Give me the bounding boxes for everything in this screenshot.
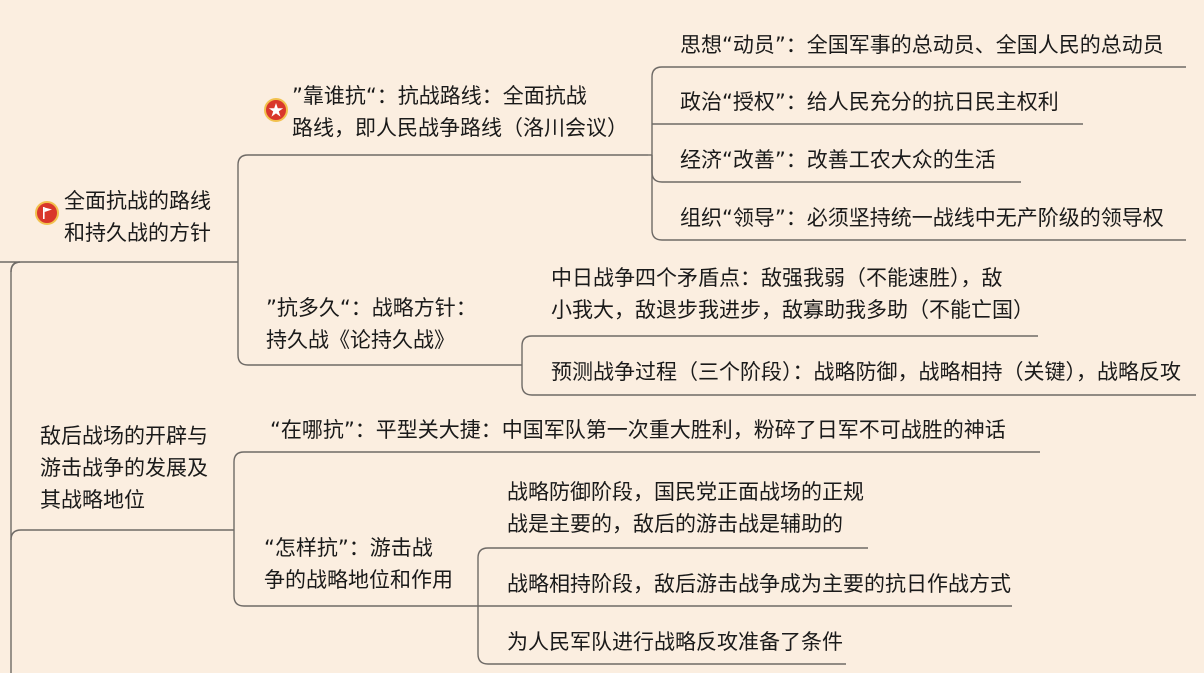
connector-sub-4-up (477, 547, 868, 606)
red-flag-icon (35, 201, 59, 225)
branch-1-title: 全面抗战的路线 和持久战的方针 (64, 185, 211, 249)
leaf-three-stages: 预测战争过程（三个阶段）：战略防御，战略相持（关键），战略反攻 (551, 360, 1181, 384)
leaf-organizational-leadership: 组织“领导”：必须坚持统一战线中无产阶级的领导权 (680, 206, 1164, 230)
connector-branch-2-split (233, 451, 1040, 530)
branch-1-title-line-1: 全面抗战的路线 (64, 189, 211, 213)
leaf-counteroffensive-prep: 为人民军队进行战略反攻准备了条件 (507, 630, 843, 654)
connector-sub-2-down (521, 365, 1196, 396)
sub-2-title-line-1: ”抗多久“：战略方针： (266, 296, 477, 320)
leaf-four-contradictions-line-1: 中日战争四个矛盾点：敌强我弱（不能速胜），敌 (551, 266, 1003, 290)
red-star-icon (264, 98, 288, 122)
leaf-defense-stage-line-1: 战略防御阶段，国民党正面战场的正规 (507, 480, 864, 504)
connector-branch-1 (10, 261, 238, 273)
sub-4-title-line-1: “怎样抗”：游击战 (264, 536, 433, 560)
leaf-economic-improvement: 经济“改善”：改善工农大众的生活 (680, 148, 996, 172)
connector-sub-2-up (521, 335, 1038, 365)
connector-root-trunk (0, 261, 21, 673)
connector-branch-1-split-2 (237, 262, 522, 366)
sub-3-pingxingguan: “在哪抗”：平型关大捷：中国军队第一次重大胜利，粉碎了日军不可战胜的神话 (270, 418, 1006, 442)
sub-1-title: ”靠谁抗“：抗战路线：全面抗战 路线，即人民战争路线（洛川会议） (292, 80, 628, 144)
branch-2-title-line-3: 其战略地位 (40, 488, 145, 512)
leaf-four-contradictions-line-2: 小我大，敌退步我进步，敌寡助我多助（不能亡国） (551, 298, 1034, 322)
connector-branch-2-split-2 (233, 530, 478, 607)
sub-4-title-line-2: 争的战略地位和作用 (264, 568, 453, 592)
leaf-stalemate-stage: 战略相持阶段，敌后游击战争成为主要的抗日作战方式 (507, 572, 1011, 596)
leaf-four-contradictions: 中日战争四个矛盾点：敌强我弱（不能速胜），敌 小我大，敌退步我进步，敌寡助我多助… (551, 262, 1034, 326)
leaf-political-empowerment: 政治“授权”：给人民充分的抗日民主权利 (680, 90, 1059, 114)
leaf-defense-stage-line-2: 战是主要的，敌后的游击战是辅助的 (507, 512, 843, 536)
leaf-defense-stage: 战略防御阶段，国民党正面战场的正规 战是主要的，敌后的游击战是辅助的 (507, 476, 864, 540)
sub-1-title-line-2: 路线，即人民战争路线（洛川会议） (292, 116, 628, 140)
connector-branch-2 (10, 529, 234, 541)
branch-2-title: 敌后战场的开辟与 游击战争的发展及 其战略地位 (40, 420, 208, 516)
connector-sub-4-down (477, 606, 846, 665)
branch-1-title-line-2: 和持久战的方针 (64, 221, 211, 245)
leaf-thought-mobilization: 思想“动员”：全国军事的总动员、全国人民的总动员 (680, 33, 1164, 57)
sub-2-title: ”抗多久“：战略方针： 持久战《论持久战》 (266, 292, 477, 356)
connector-sub-1-up (651, 66, 1186, 155)
sub-2-title-line-2: 持久战《论持久战》 (266, 328, 455, 352)
sub-4-title: “怎样抗”：游击战 争的战略地位和作用 (264, 532, 453, 596)
connector-sub-1-down (651, 155, 1186, 241)
sub-1-title-line-1: ”靠谁抗“：抗战路线：全面抗战 (292, 84, 587, 108)
connector-branch-1-split (237, 154, 648, 262)
branch-2-title-line-2: 游击战争的发展及 (40, 456, 208, 480)
branch-2-title-line-1: 敌后战场的开辟与 (40, 424, 208, 448)
